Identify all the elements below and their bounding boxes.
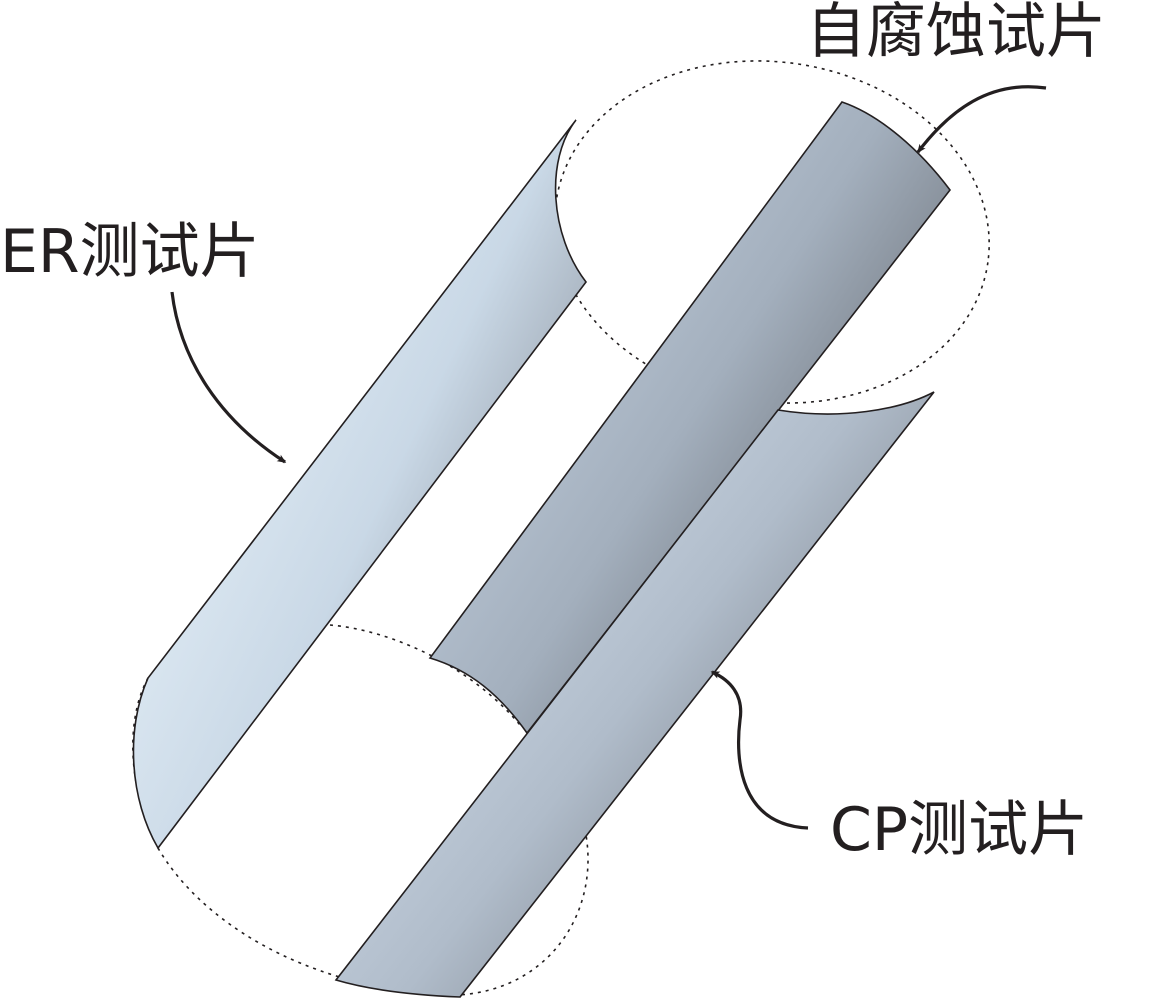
cp-coupon-label: CP测试片 bbox=[830, 795, 1089, 865]
self-corrosion-coupon-label: 自腐蚀试片 bbox=[806, 0, 1106, 67]
er-coupon-strip bbox=[132, 119, 588, 850]
er-coupon-label: ER测试片 bbox=[0, 217, 260, 287]
cp-coupon-strip bbox=[334, 391, 935, 998]
self-corrosion-leader-arrow bbox=[916, 85, 1047, 154]
er-leader-arrow bbox=[170, 291, 287, 464]
cp-leader-arrow bbox=[710, 670, 809, 830]
